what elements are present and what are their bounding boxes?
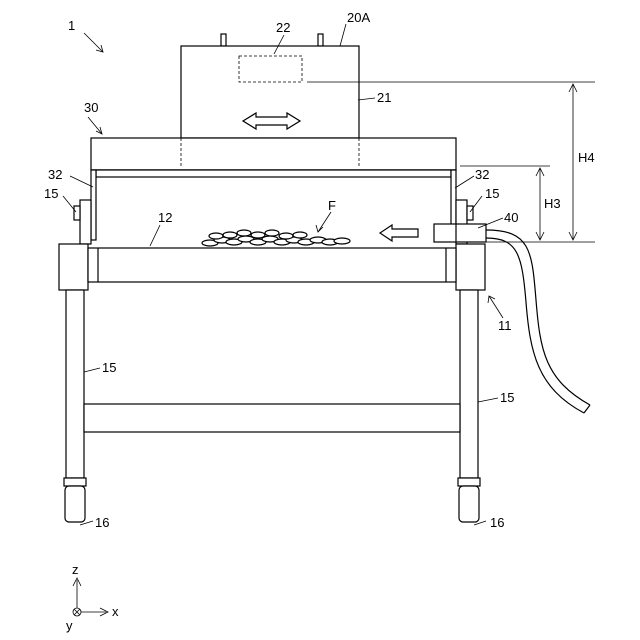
hood-rail [96, 170, 451, 177]
axis-label-x: x [112, 604, 119, 619]
hood [91, 138, 456, 177]
label-leg-left-top: 15 [44, 186, 58, 201]
bracket-left [80, 200, 91, 244]
label-slot: 22 [276, 20, 290, 35]
label-food: F [328, 198, 336, 213]
axis-indicator: z x y [66, 562, 119, 633]
nozzle-body [434, 224, 486, 242]
label-leg-right-mid: 15 [500, 390, 514, 405]
label-side-right: 32 [475, 167, 489, 182]
label-leg-right-top: 15 [485, 186, 499, 201]
food-pile [202, 230, 350, 246]
top-unit [181, 34, 359, 138]
label-h3: H3 [544, 196, 561, 211]
label-device: 1 [68, 18, 75, 33]
label-h4: H4 [578, 150, 595, 165]
caster-wheel-right [459, 486, 479, 522]
label-frame: 11 [498, 318, 512, 333]
label-conveyor: 12 [158, 210, 172, 225]
label-side-left: 32 [48, 167, 62, 182]
axis-label-y: y [66, 618, 73, 633]
label-caster-left: 16 [95, 515, 109, 530]
leg-tube-right [460, 290, 478, 478]
bolt-right [467, 206, 473, 220]
label-unit: 20A [347, 10, 370, 25]
leg-top-block-right [456, 244, 485, 290]
label-caster-right: 16 [490, 515, 504, 530]
caster-mount-right [458, 478, 480, 486]
label-hood: 30 [84, 100, 98, 115]
hood-plate [91, 138, 456, 170]
side-panel-left [91, 170, 96, 240]
lower-crossbar [84, 404, 460, 432]
top-post-right [318, 34, 323, 46]
caster-mount-left [64, 478, 86, 486]
hose-end [584, 405, 590, 413]
label-housing: 21 [377, 90, 391, 105]
leg-top-block-left [59, 244, 88, 290]
leg-tube-left [66, 290, 84, 478]
bolt-left [74, 206, 80, 220]
left-arrow-icon [380, 225, 418, 241]
label-leg-left-mid: 15 [102, 360, 116, 375]
axis-label-z: z [72, 562, 79, 577]
caster-wheel-left [65, 486, 85, 522]
top-post-left [221, 34, 226, 46]
label-nozzle: 40 [504, 210, 518, 225]
conveyor-belt [88, 248, 456, 282]
